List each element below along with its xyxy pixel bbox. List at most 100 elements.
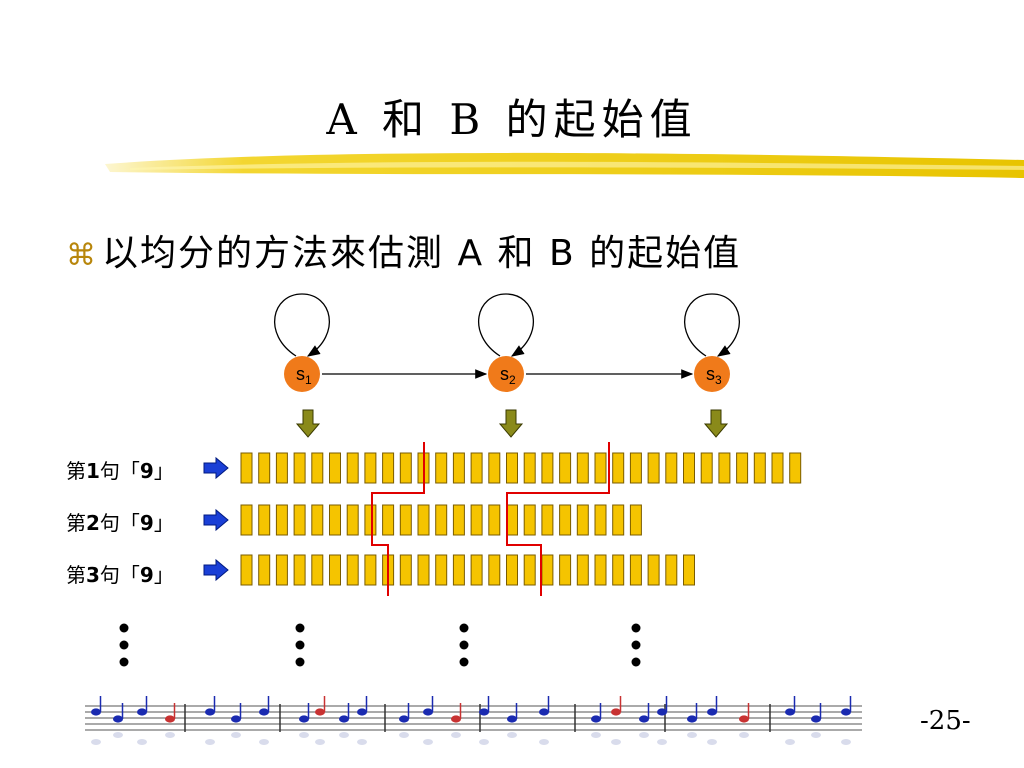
frame-box — [594, 504, 607, 536]
note-reflection — [231, 732, 241, 738]
note-reflection — [739, 732, 749, 738]
ellipsis-dot — [119, 640, 129, 650]
state-node-3 — [694, 356, 730, 392]
row-label-3: 第3句「9」 — [66, 563, 174, 587]
music-note-icon — [591, 715, 601, 723]
frame-box — [771, 452, 784, 484]
note-reflection — [507, 732, 517, 738]
frame-box — [683, 554, 695, 586]
frame-box — [364, 554, 377, 586]
music-note-icon — [639, 715, 649, 723]
music-note-icon — [687, 715, 697, 723]
ellipsis-dot — [459, 623, 469, 633]
frame-box — [275, 554, 288, 586]
frame-box — [240, 504, 253, 536]
frame-box — [382, 504, 395, 536]
self-loop-1 — [274, 293, 330, 357]
frame-box — [576, 452, 589, 484]
frame-box — [488, 452, 501, 484]
music-note-icon — [707, 708, 717, 716]
frame-box — [399, 452, 412, 484]
right-arrow-icon-1 — [203, 456, 229, 480]
note-reflection — [315, 739, 325, 745]
ellipsis-dot — [631, 623, 641, 633]
music-note-icon — [231, 715, 241, 723]
frame-box — [506, 504, 518, 536]
note-reflection — [423, 739, 433, 745]
frame-box — [452, 554, 465, 586]
frame-box — [329, 504, 341, 536]
note-reflection — [339, 732, 349, 738]
frame-box — [612, 554, 625, 586]
frame-box — [293, 504, 306, 536]
frame-box — [346, 504, 359, 536]
music-note-icon — [611, 708, 621, 716]
frame-box — [329, 554, 341, 586]
state-label-sub-1: 1 — [305, 373, 312, 387]
music-note-icon — [423, 708, 433, 716]
note-reflection — [539, 739, 549, 745]
music-note-icon — [91, 708, 101, 716]
frame-box — [399, 504, 412, 536]
frame-box — [523, 554, 536, 586]
frame-box — [258, 452, 271, 484]
frame-box — [629, 554, 642, 586]
frame-box — [665, 554, 678, 586]
note-reflection — [137, 739, 147, 745]
frame-box — [293, 554, 306, 586]
right-arrow-icon-2 — [203, 508, 229, 532]
title-highlight-stroke-2 — [130, 161, 1024, 170]
frame-box — [523, 504, 536, 536]
frame-box — [488, 554, 501, 586]
frame-box — [275, 504, 288, 536]
frame-box — [753, 452, 766, 484]
frame-box — [541, 504, 554, 536]
note-reflection — [479, 739, 489, 745]
frame-box — [629, 452, 642, 484]
note-reflection — [399, 732, 409, 738]
row-label-2: 第2句「9」 — [66, 511, 174, 535]
ellipsis-dot — [459, 640, 469, 650]
ellipsis-dot — [295, 623, 305, 633]
frame-box — [559, 452, 572, 484]
frame-box — [452, 452, 465, 484]
frame-box — [576, 504, 589, 536]
music-note-icon — [299, 715, 309, 723]
note-reflection — [591, 732, 601, 738]
ellipsis-dot — [295, 640, 305, 650]
frame-box — [470, 554, 483, 586]
frame-box — [417, 504, 430, 536]
music-note-icon — [165, 715, 175, 723]
ellipsis-dot — [119, 623, 129, 633]
frame-box — [293, 452, 306, 484]
music-note-icon — [479, 708, 489, 716]
music-note-icon — [259, 708, 269, 716]
frame-box — [541, 554, 554, 586]
frame-box — [240, 452, 253, 484]
note-reflection — [91, 739, 101, 745]
music-staff-decoration — [85, 696, 862, 745]
note-reflection — [611, 739, 621, 745]
ellipsis-dot — [295, 657, 305, 667]
frame-box — [275, 452, 288, 484]
frame-box — [736, 452, 749, 484]
note-reflection — [707, 739, 717, 745]
boundary-line-2 — [506, 442, 610, 596]
state-label-sub-2: 2 — [509, 373, 516, 387]
frame-box — [559, 554, 572, 586]
frame-box — [382, 452, 395, 484]
frame-box — [311, 554, 324, 586]
ellipsis-dot — [631, 640, 641, 650]
frame-box — [647, 554, 660, 586]
frame-box — [647, 452, 660, 484]
down-arrow-icon-1 — [295, 409, 321, 438]
music-note-icon — [811, 715, 821, 723]
frame-box — [683, 452, 695, 484]
frame-box — [506, 554, 518, 586]
state-node-1 — [284, 356, 320, 392]
music-note-icon — [657, 708, 667, 716]
note-reflection — [811, 732, 821, 738]
frame-rows — [203, 452, 802, 586]
note-reflection — [657, 739, 667, 745]
music-note-icon — [205, 708, 215, 716]
